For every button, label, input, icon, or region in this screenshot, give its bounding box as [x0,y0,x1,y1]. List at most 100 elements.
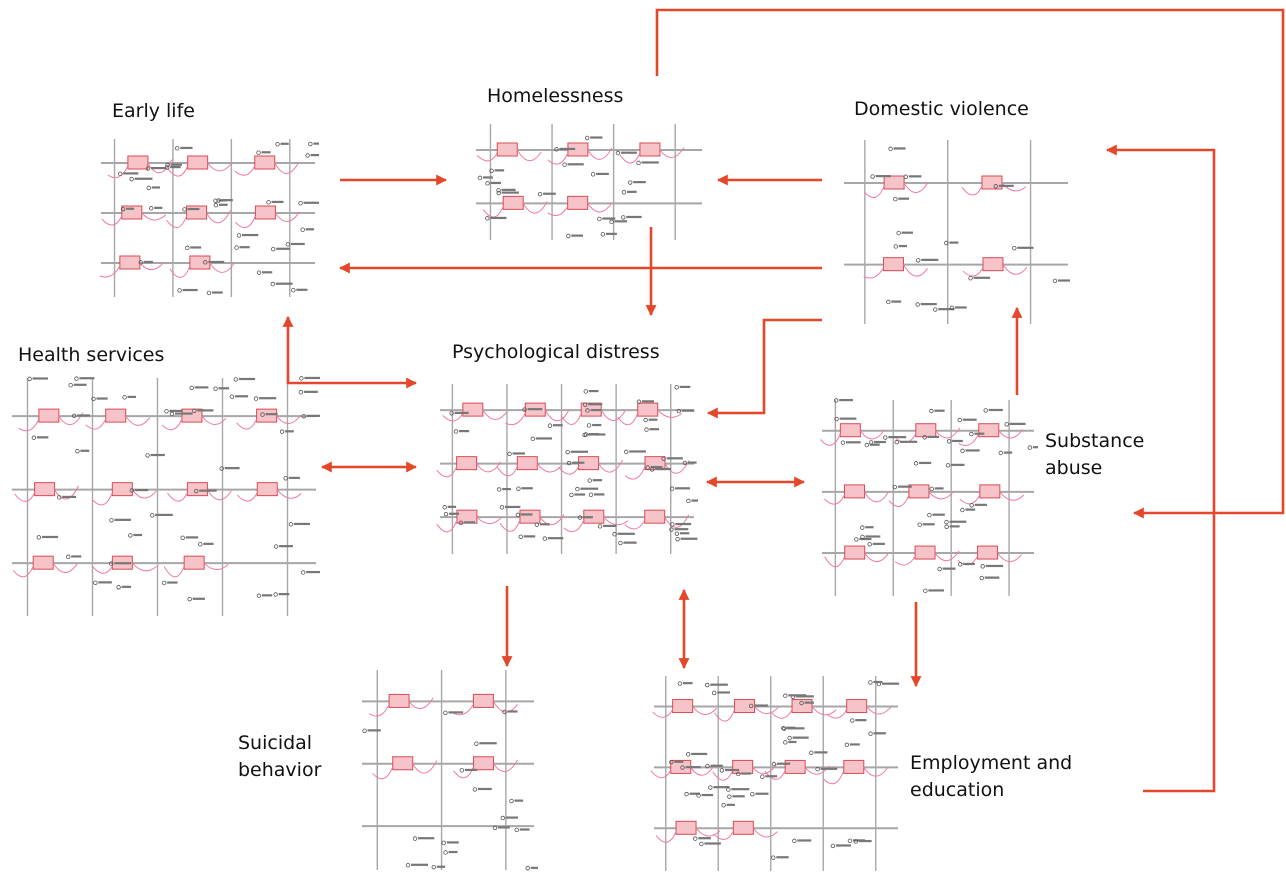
valve [216,198,221,203]
variable-name [238,377,256,381]
valve [628,180,633,185]
valve [998,450,1003,456]
variable-name [893,147,906,150]
valve [534,522,540,527]
valve [684,791,689,797]
stock-box [256,482,278,497]
variable-name [724,768,740,772]
valve [116,585,121,590]
causal-link [274,161,300,174]
stock-box [472,693,494,708]
causal-link [652,709,674,718]
valve [834,416,839,422]
variable-name [666,457,683,460]
variable-name [154,206,163,209]
variable-name [932,513,945,516]
valve [273,592,278,597]
variable-name [873,680,883,684]
variable-name [98,581,112,584]
valve [443,511,449,517]
variable-name [313,142,319,145]
variable-name [691,499,698,502]
variable-name [133,533,143,537]
variable-name [501,188,516,191]
stock-box [883,175,905,190]
valve [923,588,928,594]
causal-link [206,489,232,501]
variable-name [973,276,991,279]
causal-link [496,466,518,477]
variable-name [792,736,809,739]
variable-name [126,207,135,210]
valve [502,709,507,715]
model-thumbnail [12,376,320,616]
variable-name [732,795,745,798]
variable-name [79,377,95,380]
variable-name [367,729,381,732]
model-thumbnail [476,124,702,240]
valve [677,681,683,686]
variable-name [143,260,153,264]
causal-link [476,516,502,525]
valve [840,440,846,445]
valve [275,141,280,147]
stock-box [915,423,937,438]
valve [893,196,898,202]
causal-link [624,466,646,480]
variable-name [259,397,277,400]
valve [525,866,530,871]
variable-name [942,567,956,570]
variable-name [170,165,181,169]
variable-name [221,199,233,202]
stock-box [119,255,141,270]
stock-box [844,545,866,560]
causal-link [560,412,582,425]
valve [138,260,143,265]
variable-name [934,409,945,412]
variable-name [127,395,136,399]
causal-link [14,492,36,502]
valve [206,290,212,296]
valve [74,376,79,381]
causal-link [482,409,508,420]
causal-link [101,215,123,226]
valve [256,593,262,598]
valve [636,160,641,166]
causal-link [547,206,569,216]
valve [161,580,167,586]
causal-link [903,264,928,277]
stock-box [675,820,697,835]
causal-link [436,466,458,478]
valve [542,536,548,541]
stock-box [732,820,754,835]
valve [198,542,203,547]
valve [1027,445,1033,450]
causal-link [236,418,258,430]
variable-name [310,154,319,157]
causal-link [935,427,961,439]
valve [787,735,792,741]
causal-link [52,562,78,573]
label-homelessness: Homelessness [487,85,624,107]
causal-link [91,565,113,574]
variable-name [855,719,867,722]
causal-link [234,165,256,176]
variable-name [641,161,659,164]
causal-link [894,555,916,566]
valve [809,750,814,755]
valve [792,838,797,844]
causal-link [476,461,502,473]
valve [582,432,587,438]
valve [472,787,478,792]
valve [1004,422,1009,427]
label-substance-abuse-line-2: abuse [1045,456,1103,479]
valve [497,487,502,492]
valve [185,245,190,251]
variable-name [988,408,1003,412]
causal-link [453,704,474,716]
variable-name [984,576,1000,579]
variable-name [275,282,293,285]
stock-box [127,155,149,170]
causal-link [961,185,983,196]
valve [270,281,275,287]
